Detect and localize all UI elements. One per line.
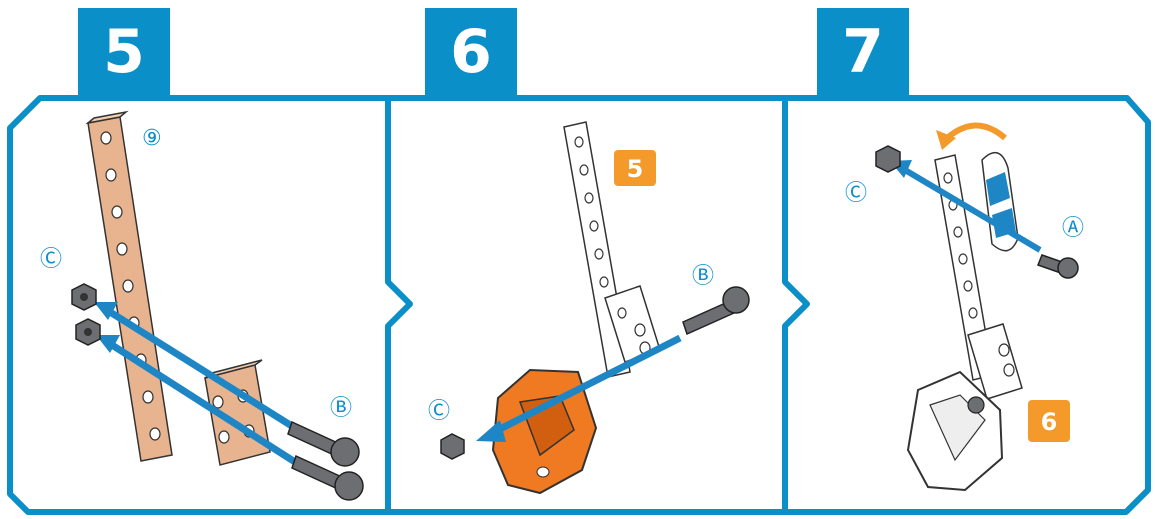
callout-part-c: Ⓒ: [845, 181, 867, 206]
step-ref-badge: 5: [627, 155, 644, 183]
callout-part-a: Ⓐ: [1062, 216, 1084, 241]
hex-nut: [876, 146, 900, 172]
step-7-number: 7: [817, 8, 909, 96]
step-6-number: 6: [425, 8, 517, 96]
callout-part-9: ⑨: [142, 126, 162, 151]
step-5-number: 5: [78, 8, 170, 96]
callout-part-c: Ⓒ: [428, 399, 450, 424]
hex-nut: [441, 434, 464, 459]
callout-part-c: Ⓒ: [40, 247, 62, 272]
callout-part-b: Ⓑ: [692, 264, 714, 289]
step-ref-badge: 6: [1041, 408, 1058, 436]
callout-part-b: Ⓑ: [330, 396, 352, 421]
